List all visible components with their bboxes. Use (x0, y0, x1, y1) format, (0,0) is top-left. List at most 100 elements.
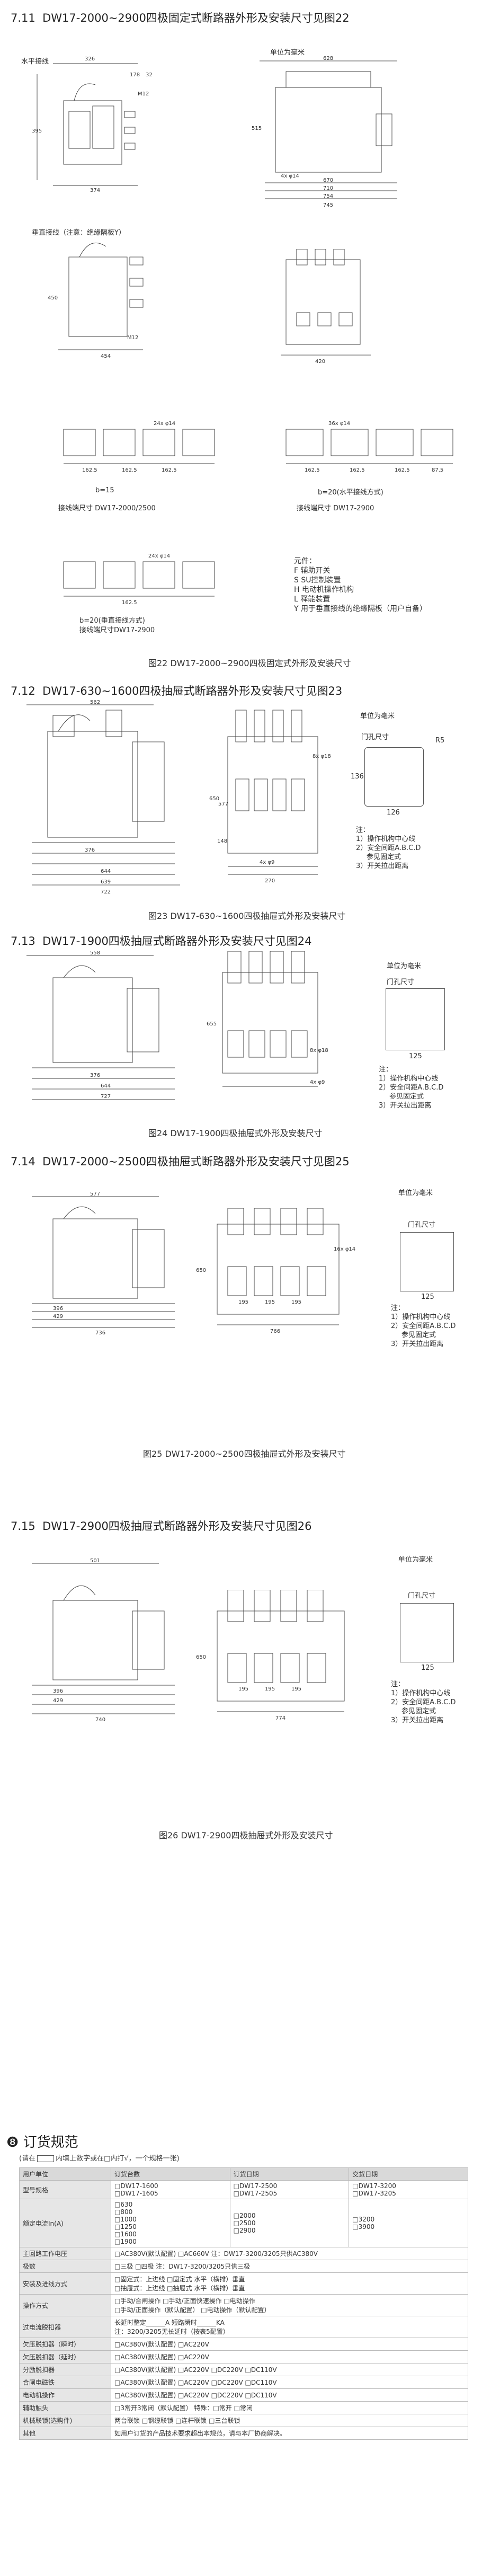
wiring-bottom-caption-2: 接线端尺寸DW17-2900 (79, 626, 155, 634)
order-row: 欠压脱扣器（延时）□AC380V(默认配置) □AC220V (19, 2350, 468, 2363)
svg-text:36x φ14: 36x φ14 (328, 421, 350, 427)
svg-text:148: 148 (217, 838, 227, 844)
fig26-caption: 图26 DW17-2900四极抽屉式外形及安装尺寸 (159, 1830, 333, 1840)
fig22-caption: 图22 DW17-2000~2900四极固定式外形及安装尺寸 (148, 658, 351, 668)
order-row-label: 主回路工作电压 (19, 2247, 111, 2260)
svg-text:195: 195 (265, 1686, 275, 1692)
order-row-cell[interactable]: □三极 □四极 注：DW17-3200/3205只供三极 (111, 2260, 468, 2273)
order-row-cell[interactable]: 两台联锁 □钢缆联锁 □连杆联锁 □三台联锁 (111, 2414, 468, 2427)
fig24-caption: 图24 DW17-1900四极抽屉式外形及安装尺寸 (148, 1128, 323, 1138)
svg-text:162.5: 162.5 (122, 600, 137, 606)
svg-text:195: 195 (265, 1299, 275, 1305)
svg-text:628: 628 (323, 56, 333, 61)
order-row: 极数□三极 □四极 注：DW17-3200/3205只供三极 (19, 2260, 468, 2273)
order-row-cell[interactable]: 长延时整定______A 短路瞬时______KA 注：3200/3205无长延… (111, 2316, 468, 2338)
svg-text:558: 558 (90, 951, 100, 956)
svg-text:639: 639 (101, 879, 111, 885)
fig23-door-cutout (364, 747, 424, 807)
order-row: 欠压脱扣器（瞬时）□AC380V(默认配置) □AC220V (19, 2338, 468, 2351)
fig25-notes: 注： 1）操作机构中心线 2）安全间距A.B.C.D 参见固定式 3）开关拉出距… (391, 1304, 456, 1348)
svg-text:16x φ14: 16x φ14 (334, 1246, 355, 1252)
order-row: 操作方式□手动/合闸操作 □手动/正面快速操作 □电动操作 □手动/正面操作（默… (19, 2294, 468, 2316)
order-row-cell[interactable]: □AC380V(默认配置) □AC220V (111, 2338, 468, 2351)
order-title: ❽ 订货规范 (6, 2135, 78, 2150)
svg-text:420: 420 (315, 359, 325, 365)
order-row: 安装及进线方式□固定式：上进线 □固定式 水平（横排）垂直 □抽屉式：上进线 □… (19, 2272, 468, 2295)
order-row-cell[interactable]: □DW17-3200 □DW17-3205 (349, 2180, 468, 2199)
fig22-legend: 元件： F 辅助开关 S SU控制装置 H 电动机操作机构 L 释能装置 Y 用… (294, 557, 427, 613)
fig23-r: R5 (435, 737, 445, 745)
horizontal-wiring-label: 水平接线 (21, 58, 49, 66)
svg-text:376: 376 (85, 847, 95, 853)
section-7-13-title: 7.13 DW17-1900四极抽屉式断路器外形及安装尺寸见图24 (11, 935, 312, 948)
section-7-15-title: 7.15 DW17-2900四极抽屉式断路器外形及安装尺寸见图26 (11, 1520, 312, 1533)
fig25-caption: 图25 DW17-2000~2500四极抽屉式外形及安装尺寸 (143, 1449, 346, 1459)
svg-text:450: 450 (48, 295, 58, 301)
fig26-unit: 单位为毫米 (398, 1556, 433, 1564)
svg-text:162.5: 162.5 (122, 467, 137, 473)
order-row-cell[interactable]: □固定式：上进线 □固定式 水平（横排）垂直 □抽屉式：上进线 □抽屉式 水平（… (111, 2272, 468, 2295)
wiring-right-caption: 接线端尺寸 DW17-2900 (297, 504, 374, 512)
svg-text:710: 710 (323, 185, 333, 191)
svg-text:501: 501 (90, 1558, 100, 1564)
svg-text:577: 577 (218, 801, 228, 807)
svg-text:429: 429 (53, 1314, 63, 1320)
fig25-door-cutout (400, 1232, 454, 1291)
order-row-cell[interactable]: □DW17-2500 □DW17-2505 (229, 2180, 350, 2199)
order-header-cell: 用户单位 (19, 2167, 111, 2181)
order-table: 用户单位 订货台数 订货日期 交货日期 型号规格□DW17-1600 □DW17… (19, 2167, 468, 2440)
order-row-cell[interactable]: □AC380V(默认配置) □AC220V □DC220V □DC110V (111, 2376, 468, 2389)
svg-text:4x φ9: 4x φ9 (260, 860, 274, 865)
svg-text:M12: M12 (138, 91, 149, 97)
order-row-label: 过电流脱扣器 (19, 2316, 111, 2338)
fig23-door: 门孔尺寸 (361, 733, 389, 741)
order-row-label: 机械联锁(选购件) (19, 2414, 111, 2427)
order-row-cell[interactable]: □AC380V(默认配置) □AC220V □DC220V □DC110V (111, 2363, 468, 2376)
order-subtitle: (请在内填上数字或在□内打√，一个规格一张) (19, 2155, 180, 2163)
order-row-cell[interactable]: 如用户订货的产品技术要求超出本规范，请与本厂协商解决。 (111, 2427, 468, 2440)
fig23-unit: 单位为毫米 (360, 712, 395, 720)
b20-label: b=20(水平接线方式) (318, 489, 383, 497)
order-row-cell[interactable]: □2000 □2500 □2900 (229, 2199, 350, 2247)
svg-text:4x φ14: 4x φ14 (281, 173, 299, 179)
order-row-label: 合闸电磁铁 (19, 2376, 111, 2389)
svg-text:454: 454 (101, 353, 111, 359)
svg-text:562: 562 (90, 700, 100, 705)
order-row: 机械联锁(选购件)两台联锁 □钢缆联锁 □连杆联锁 □三台联锁 (19, 2414, 468, 2427)
order-row: 其他如用户订货的产品技术要求超出本规范，请与本厂协商解决。 (19, 2427, 468, 2440)
vertical-wiring-label: 垂直接线（注意：绝缘隔板Y） (32, 229, 126, 237)
order-header-cell: 订货日期 (229, 2167, 350, 2181)
fig24-door-cutout (386, 988, 445, 1050)
svg-text:644: 644 (101, 869, 111, 874)
order-row-cell[interactable]: □AC380V(默认配置) □AC660V 注：DW17-3200/3205只供… (111, 2247, 468, 2260)
order-header-row: 用户单位 订货台数 订货日期 交货日期 (19, 2167, 468, 2181)
order-row-cell[interactable]: □630 □800 □1000 □1250 □1600 □1900 (111, 2199, 230, 2247)
svg-text:644: 644 (101, 1083, 111, 1089)
svg-text:655: 655 (207, 1021, 217, 1027)
svg-text:376: 376 (90, 1073, 100, 1078)
order-row-cell[interactable]: □3200 □3900 (349, 2199, 468, 2247)
svg-text:374: 374 (90, 188, 100, 193)
order-row-label: 其他 (19, 2427, 111, 2440)
order-row-cell[interactable]: □手动/合闸操作 □手动/正面快速操作 □电动操作 □手动/正面操作（默认配置）… (111, 2294, 468, 2316)
order-row-label: 电动机操作 (19, 2388, 111, 2402)
svg-text:178: 178 (130, 72, 140, 78)
order-row-cell[interactable]: □AC380V(默认配置) □AC220V (111, 2350, 468, 2363)
section-7-11-title: 7.11 DW17-2000~2900四极固定式断路器外形及安装尺寸见图22 (11, 12, 350, 24)
svg-text:162.5: 162.5 (162, 467, 177, 473)
fig23-door-w: 126 (387, 809, 400, 817)
order-row-cell[interactable]: □AC380V(默认配置) □AC220V □DC220V □DC110V (111, 2388, 468, 2402)
order-row-cell[interactable]: □3常开3常闭（默认配置） 特殊：□常开 □常闭 (111, 2401, 468, 2414)
fig26-notes: 注： 1）操作机构中心线 2）安全间距A.B.C.D 参见固定式 3）开关拉出距… (391, 1680, 456, 1724)
order-row-cell[interactable]: □DW17-1600 □DW17-1605 (111, 2180, 230, 2199)
